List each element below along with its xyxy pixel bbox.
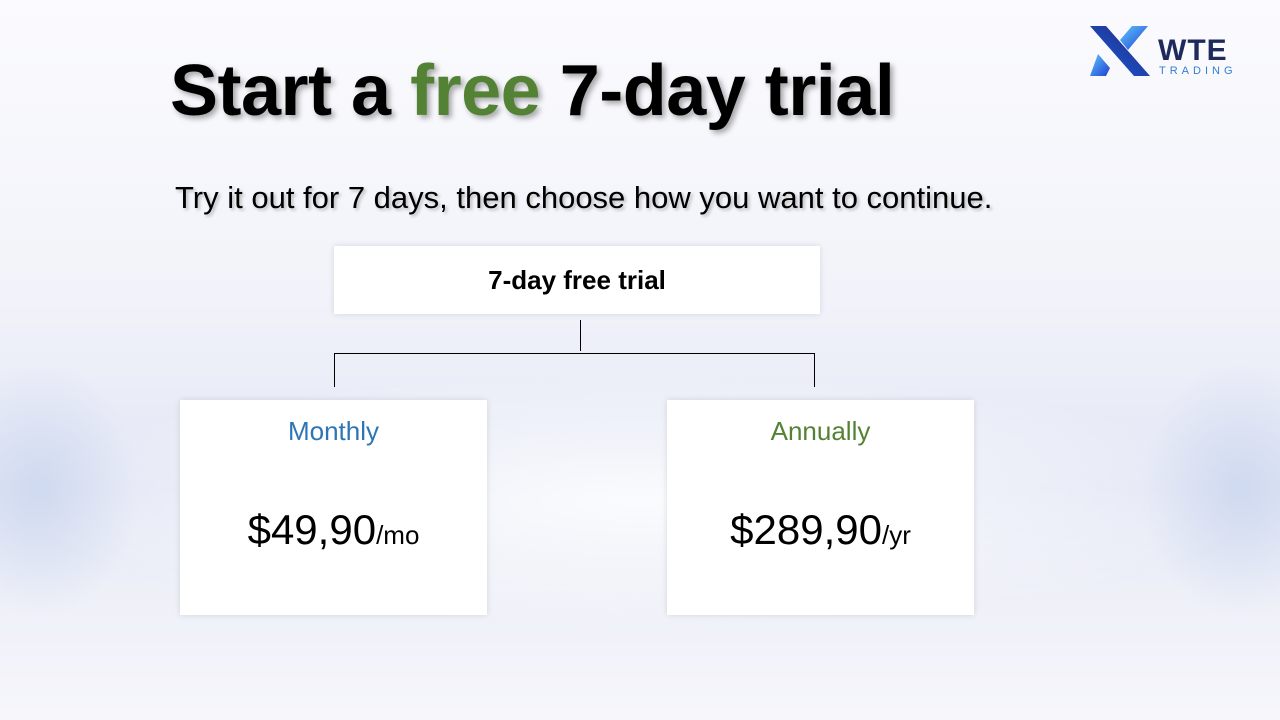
trial-box-label: 7-day free trial [488,264,666,295]
plan-name: Monthly [287,416,380,446]
connector-vertical-left [334,353,335,387]
page-title: Start a free 7-day trial [170,50,895,132]
price-unit: /mo [376,520,420,550]
connector-vertical-right [814,353,815,387]
connector-vertical-top [580,320,581,351]
title-accent: free [410,51,541,131]
logo-tagline: TRADING [1159,65,1237,77]
price-amount: $49,90 [247,506,377,553]
trial-box: 7-day free trial [334,246,820,314]
logo-mark-icon [1090,26,1150,76]
price-amount: $289,90 [730,506,882,553]
connector-horizontal [334,353,815,354]
plan-price: $49,90/mo [180,506,487,554]
plan-card-annually: Annually $289,90/yr [667,400,974,615]
plan-price: $289,90/yr [667,506,974,554]
background-glow-left [0,360,140,620]
plan-card-monthly: Monthly $49,90/mo [180,400,487,615]
price-unit: /yr [881,520,911,550]
brand-logo: WTE TRADING [1088,24,1238,80]
title-part-1: Start a [170,51,411,131]
plan-name: Annually [770,416,871,446]
subtitle: Try it out for 7 days, then choose how y… [175,180,993,215]
title-part-2: 7-day trial [540,51,895,131]
background-glow-right [1140,360,1280,620]
logo-wordmark: WTE [1158,34,1228,67]
